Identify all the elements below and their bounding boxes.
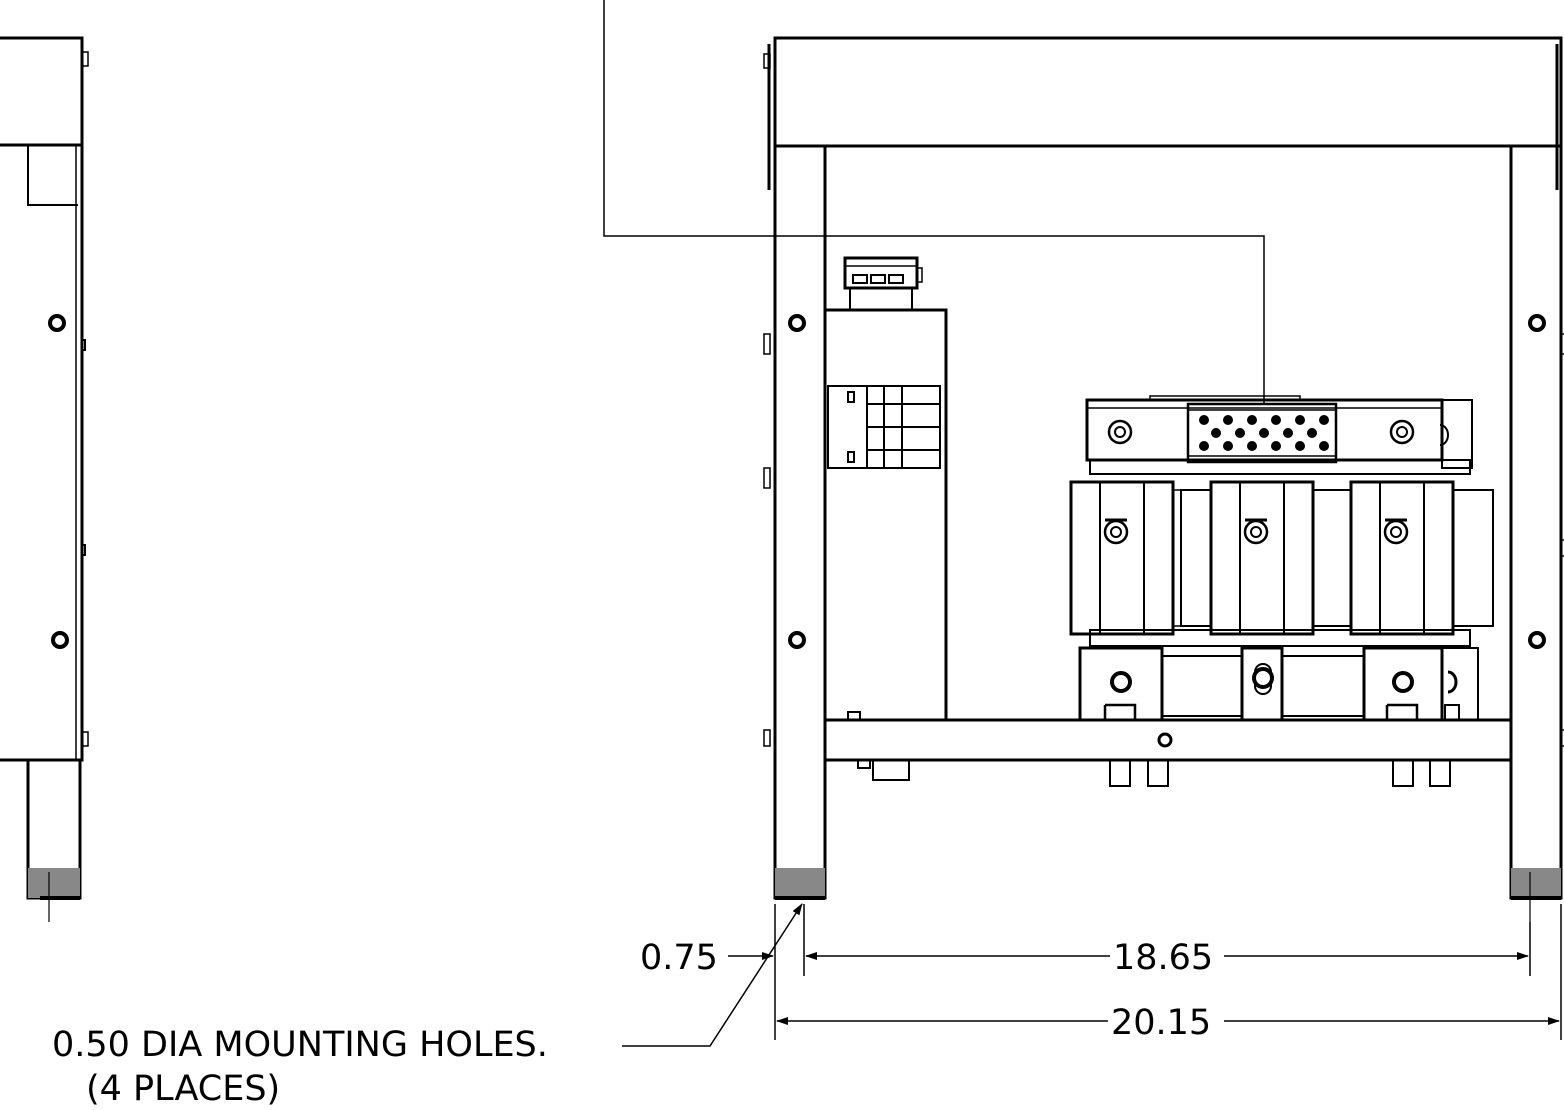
- capacitor-assembly: [823, 256, 948, 722]
- side-view-bracket: [27, 145, 78, 206]
- side-view-body: [0, 145, 84, 762]
- side-tabs: [763, 53, 1564, 747]
- right-leg: [1509, 144, 1563, 900]
- note-places: (4 PLACES): [86, 1069, 280, 1109]
- terminal-strip: [1186, 402, 1338, 464]
- top-channel: [773, 36, 1563, 148]
- coil-3: [1349, 480, 1455, 636]
- coil-2: [1209, 480, 1315, 636]
- coil-1: [1069, 480, 1175, 636]
- left-leg: [773, 144, 827, 900]
- note-mounting-holes: 0.50 DIA MOUNTING HOLES.: [52, 1025, 548, 1065]
- dim-edge-offset-label: 0.75: [640, 938, 718, 978]
- mounting-hole-right-upper: [1528, 314, 1546, 332]
- reactor-foot-center: [1240, 646, 1284, 722]
- side-view: [0, 36, 89, 922]
- bracket-bolt-left: [1107, 419, 1133, 445]
- note-leader-line: [622, 903, 803, 1047]
- reactor-assembly: [1069, 395, 1494, 722]
- capacitor-body: [823, 308, 948, 722]
- mounting-hole-right-lower: [1528, 631, 1546, 649]
- base-bolts: [847, 711, 1451, 787]
- leader-line-top: [603, 0, 1265, 404]
- dim-hole-spacing-label: 18.65: [1113, 938, 1213, 978]
- front-view: [603, 0, 1564, 922]
- dimension-labels: 0.75 18.65 20.15 0.50 DIA MOUNTING HOLES…: [52, 938, 1213, 1109]
- reactor-foot-left: [1078, 646, 1164, 722]
- side-view-top-band: [0, 36, 84, 147]
- terminal-studs: [1199, 415, 1329, 451]
- bracket-bolt-right: [1389, 419, 1415, 445]
- dimension-lines: [622, 903, 1562, 1047]
- mounting-hole-left-lower: [788, 631, 806, 649]
- side-view-hole-upper: [48, 314, 66, 332]
- base-plate-hole: [1157, 732, 1173, 748]
- dim-overall-width-label: 20.15: [1111, 1003, 1211, 1043]
- side-view-hole-lower: [51, 631, 69, 649]
- reactor-foot-right: [1362, 646, 1444, 722]
- base-plate: [823, 718, 1513, 762]
- mounting-hole-left-upper: [788, 314, 806, 332]
